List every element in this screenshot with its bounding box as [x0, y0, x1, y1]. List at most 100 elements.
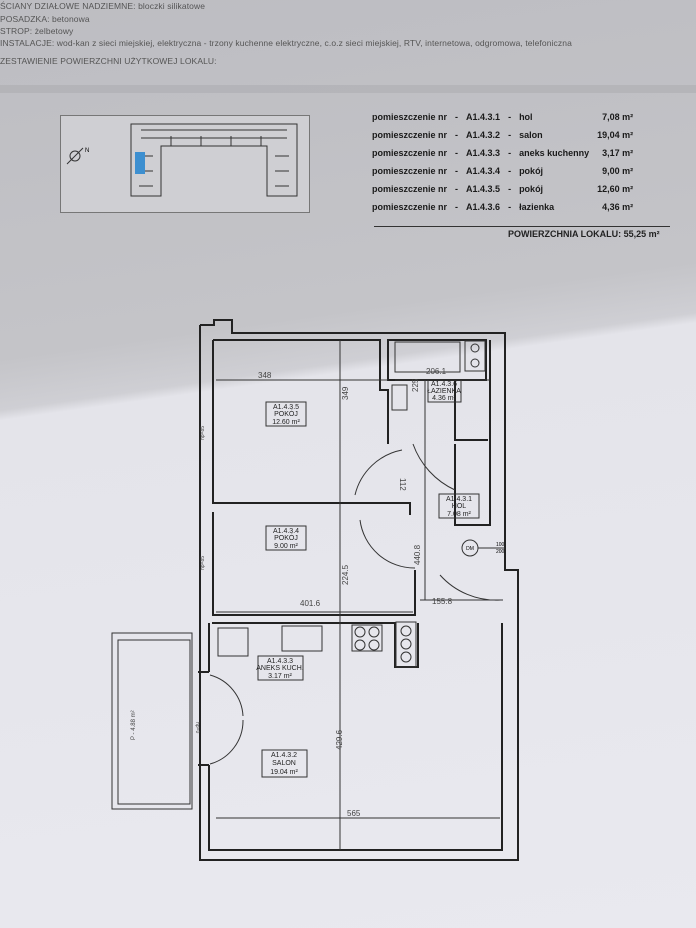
separator: - [455, 148, 459, 158]
room-area: 9,00 m² [602, 166, 634, 176]
room-id: A1.4.3.3 [267, 658, 293, 665]
separator: - [455, 166, 459, 176]
room-area: 9.00 m² [274, 543, 298, 550]
room-name: hol [519, 112, 533, 122]
dim-440: 440.8 [413, 544, 422, 565]
separator: - [455, 112, 459, 122]
room-id: A1.4.3.5 [466, 184, 501, 194]
room-id: A1.4.3.3 [466, 148, 501, 158]
room-prefix: pomieszczenie nr [372, 112, 448, 122]
window-height-2: hp=85 [200, 556, 206, 570]
room-name: pokój [519, 166, 544, 176]
room-name: ANEKS KUCH. [256, 665, 304, 672]
room-row: pomieszczenie nr-A1.4.3.3-aneks kuchenny… [368, 144, 637, 162]
separator: - [508, 184, 512, 194]
room-area: 4,36 m² [602, 202, 634, 212]
room-label-salon: A1.4.3.2 SALON 19.04 m² [261, 749, 308, 778]
room-area: 7,08 m² [602, 112, 634, 122]
separator: - [455, 202, 459, 212]
room-area: 3.17 m² [268, 673, 292, 680]
dim-429: 429.6 [335, 729, 344, 750]
room-label-aneks: A1.4.3.3 ANEKS KUCH. 3.17 m² [256, 655, 304, 681]
room-name: POKÓJ [274, 533, 298, 542]
room-prefix: pomieszczenie nr [372, 184, 448, 194]
building-outline: N [66, 123, 298, 197]
apartment-highlight [135, 152, 145, 174]
dm-label: DM [466, 546, 474, 552]
room-id: A1.4.3.6 [431, 381, 457, 388]
key-plan: N [60, 115, 310, 213]
room-id: A1.4.3.4 [466, 166, 501, 176]
window-height-1: hp=85 [200, 426, 206, 440]
room-name: ŁAZIENKA [427, 388, 461, 395]
header-ceiling: STROP: żelbetowy [0, 26, 74, 36]
room-name: aneks kuchenny [519, 148, 590, 158]
room-id: A1.4.3.1 [446, 496, 472, 503]
separator: - [508, 130, 512, 140]
room-area: 4.36 m² [432, 395, 456, 402]
room-label-pokoj-5: A1.4.3.5 POKÓJ 12.60 m² [265, 401, 307, 427]
walls [198, 319, 519, 861]
north-label: N [85, 148, 89, 154]
room-area: 12,60 m² [597, 184, 634, 194]
room-id: A1.4.3.6 [466, 202, 501, 212]
separator: - [508, 112, 512, 122]
dm-ratio-top: 100 [496, 542, 505, 548]
dm-ratio-bottom: 200 [496, 549, 505, 555]
door-height: hp=0 [194, 722, 200, 733]
room-id: A1.4.3.4 [273, 528, 299, 535]
north-arrow-icon [69, 150, 81, 162]
room-area: 12.60 m² [272, 419, 300, 426]
header-walls: ŚCIANY DZIAŁOWE NADZIEMNE: bloczki silik… [0, 1, 206, 11]
dim-112: 112 [398, 478, 407, 491]
fixtures [111, 340, 503, 850]
entrance-marker: DM 100 200 [461, 539, 505, 557]
separator: - [508, 166, 512, 176]
room-name: łazienka [519, 202, 555, 212]
room-id: A1.4.3.5 [273, 404, 299, 411]
room-id: A1.4.3.2 [271, 752, 297, 759]
dim-565: 565 [347, 809, 361, 818]
room-name: POKÓJ [274, 409, 298, 418]
room-name: HOL [452, 503, 467, 510]
dim-155: 155.8 [432, 597, 453, 606]
separator: - [455, 184, 459, 194]
header-summary-title: ZESTAWIENIE POWIERZCHNI UŻYTKOWEJ LOKALU… [0, 56, 217, 66]
room-labels: A1.4.3.5 POKÓJ 12.60 m² A1.4.3.4 POKÓJ 9… [256, 379, 480, 778]
room-id: A1.4.3.2 [466, 130, 501, 140]
dim-348: 348 [258, 371, 272, 380]
dim-206: 206.1 [426, 367, 447, 376]
room-area: 19.04 m² [270, 769, 298, 776]
dim-401: 401.6 [300, 599, 321, 608]
room-prefix: pomieszczenie nr [372, 202, 448, 212]
room-prefix: pomieszczenie nr [372, 148, 448, 158]
dimensions: 348 349 206.1 225 112 224.5 440.8 401.6 … [131, 367, 453, 818]
room-id: A1.4.3.1 [466, 112, 501, 122]
dim-224: 224.5 [341, 564, 350, 585]
separator: - [455, 130, 459, 140]
separator: - [508, 202, 512, 212]
room-prefix: pomieszczenie nr [372, 166, 448, 176]
header-floor: POSADZKA: betonowa [0, 14, 90, 24]
dim-349: 349 [341, 386, 350, 400]
balcony-area: P - 4.88 m² [131, 710, 137, 740]
room-area: 7.08 m² [447, 511, 471, 518]
fold-band [0, 85, 696, 93]
room-name: pokój [519, 184, 544, 194]
room-label-lazienka: A1.4.3.6 ŁAZIENKA 4.36 m² [427, 379, 462, 403]
room-name: salon [519, 130, 543, 140]
dim-225: 225 [411, 378, 420, 392]
room-prefix: pomieszczenie nr [372, 130, 448, 140]
separator: - [508, 148, 512, 158]
room-label-hol: A1.4.3.1 HOL 7.08 m² [438, 493, 480, 519]
room-area: 19,04 m² [597, 130, 634, 140]
room-name: SALON [272, 760, 296, 767]
table-divider [374, 226, 670, 227]
total-area: POWIERZCHNIA LOKALU: 55,25 m² [508, 229, 660, 239]
